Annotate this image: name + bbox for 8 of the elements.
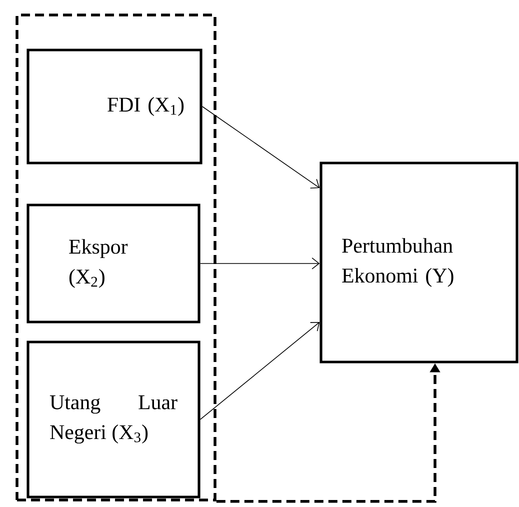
group-box <box>16 14 216 502</box>
arrow <box>200 322 320 420</box>
arrow <box>200 258 320 270</box>
variable-box: Ekspor (X$_{2}$) <box>26 204 200 324</box>
variable-box: FDI (X$_{1}$) <box>26 48 202 164</box>
variable-box: Utang Luar Negeri (X$_{3}$) <box>26 340 200 498</box>
variable-box: Pertumbuhan Ekonomi (Y) <box>320 162 518 364</box>
arrow <box>202 106 320 189</box>
